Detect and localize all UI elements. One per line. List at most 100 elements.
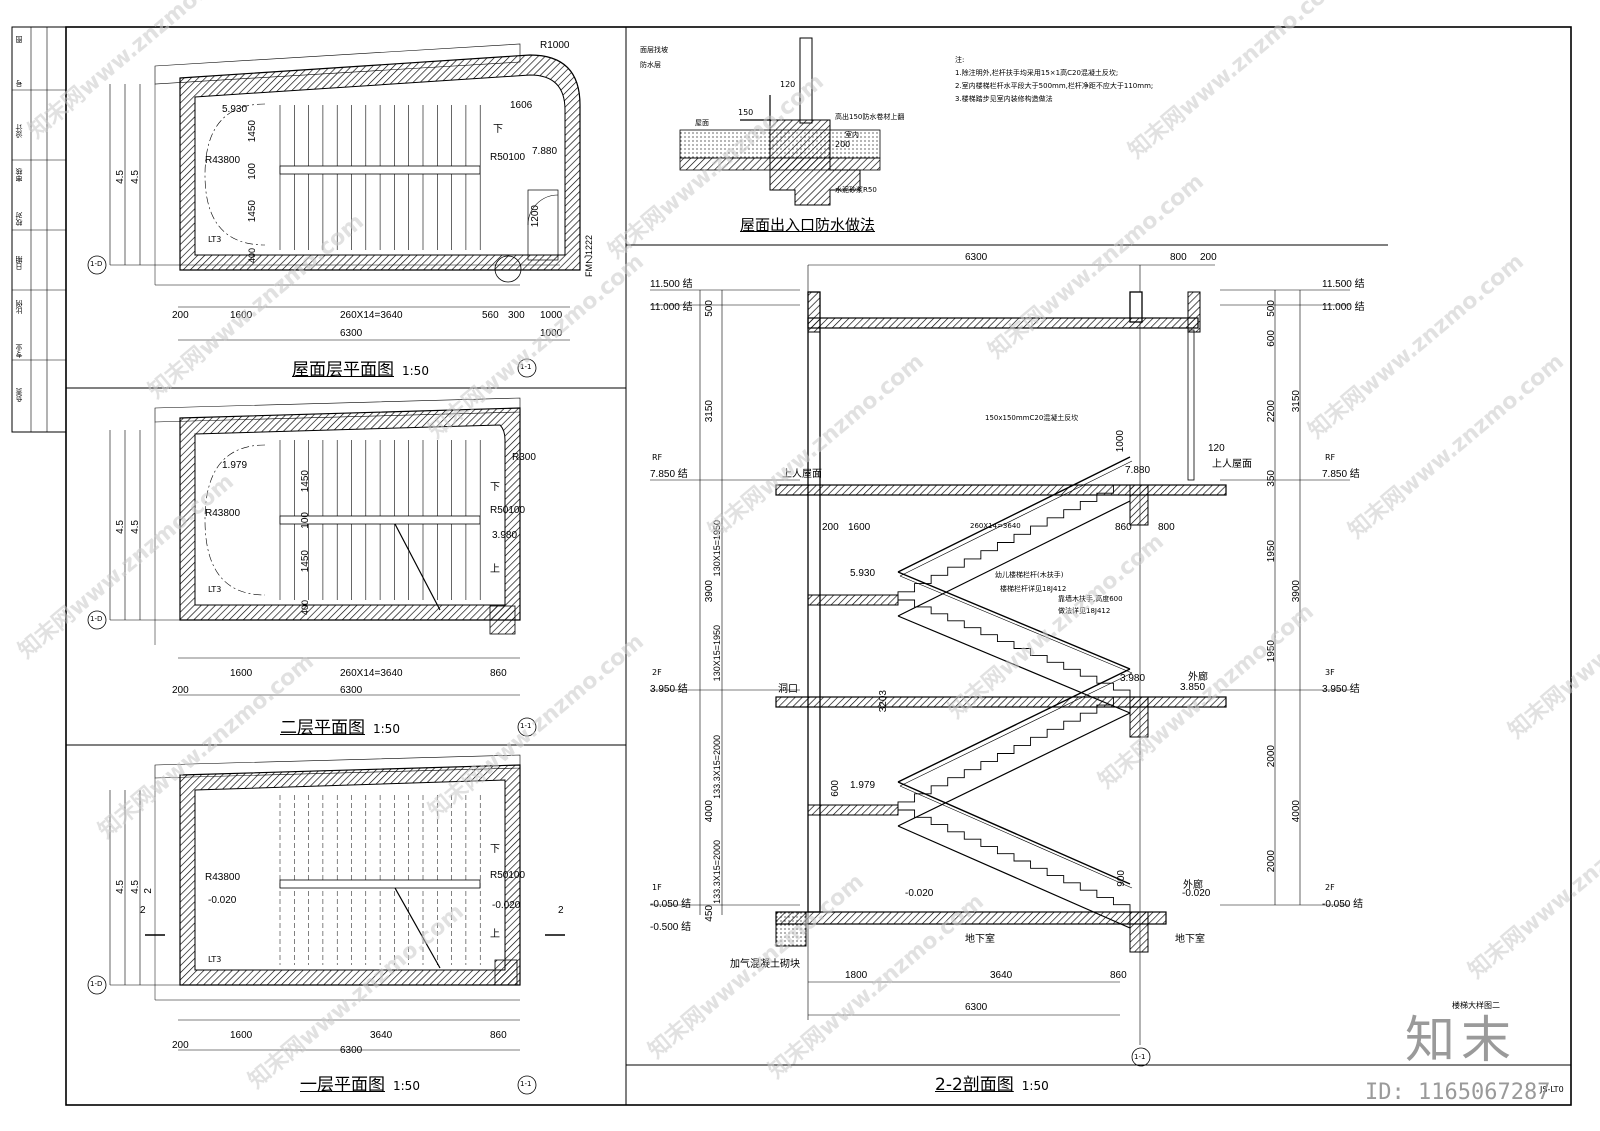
stair-tag: LT3	[208, 955, 222, 964]
dim-label: 100	[300, 512, 311, 529]
dim-label: 260X14=3640	[340, 668, 403, 679]
strip-label: 校对	[15, 212, 23, 226]
section-label: 3.850	[1180, 682, 1206, 693]
dim-label: 4.5	[115, 880, 126, 894]
strip-label: 号	[15, 80, 23, 87]
dim-label: 130X15=1950	[712, 520, 722, 577]
section-label: 楼梯栏杆详见18J412	[1000, 585, 1067, 593]
note-line: 2.室内楼梯栏杆水平段大于500mm,栏杆净距不应大于110mm;	[955, 82, 1154, 90]
dim-label: 3900	[1291, 580, 1302, 603]
detail-label: 防水层	[640, 61, 661, 69]
level-name: 2F	[652, 668, 662, 677]
level-mark: 3.980	[492, 530, 518, 541]
dim-label: 450	[704, 905, 715, 922]
dim-label: 500	[704, 300, 715, 317]
section-label: 靠墙木扶手,高度600	[1058, 595, 1123, 603]
note-line: 3.楼梯踏步见室内装修构造做法	[955, 95, 1053, 103]
radius-label: R43800	[205, 508, 241, 519]
dim-label: 200	[172, 685, 189, 696]
door-label: FM乙1222	[584, 235, 594, 278]
level-value: 3.950 结	[650, 684, 688, 695]
dim-label: 1000	[540, 310, 563, 321]
section-label: 7.880	[1125, 465, 1151, 476]
dim-label: 260X14=3640	[340, 310, 403, 321]
level-mark: -0.020	[492, 900, 521, 911]
dim-label: 3150	[704, 400, 715, 423]
dim-label: 400	[247, 248, 257, 264]
level-value: 11.000 结	[1322, 302, 1365, 313]
level-name: 3F	[1325, 668, 1335, 677]
stair-tag: LT3	[208, 585, 222, 594]
section-label: -0.020	[905, 888, 934, 899]
direction-label: 下	[490, 844, 500, 855]
section-mark: 1-1	[520, 363, 532, 371]
dim-label: 1950	[1266, 640, 1277, 663]
dim-label: 4.5	[115, 520, 126, 534]
dim-label: 1950	[1266, 540, 1277, 563]
dim-label: 1450	[247, 200, 258, 223]
dim-label: 1450	[300, 470, 311, 493]
dim-label: 4.5	[130, 880, 141, 894]
dim-label: 300	[508, 310, 525, 321]
drawing-footer: 楼梯大样图二	[1452, 1001, 1500, 1010]
stair-tag: LT3	[208, 235, 222, 244]
section-label: 地下室	[965, 934, 995, 945]
direction-label: 下	[493, 124, 503, 135]
section-mark: 1-1	[520, 722, 532, 730]
axis-label: 1-D	[90, 615, 103, 623]
overall-dim: 6300	[965, 1002, 988, 1013]
detail-label: 面层找坡	[640, 46, 668, 54]
level-name: 2F	[1325, 883, 1335, 892]
sheet-number: JS-LT0	[1540, 1085, 1564, 1094]
radius-label: R43800	[205, 155, 241, 166]
axis-label: 1-1	[1134, 1053, 1146, 1061]
detail-label: 120	[780, 80, 796, 89]
dim-label: 2200	[1266, 400, 1277, 423]
dim-label: 1606	[510, 100, 533, 111]
detail-label: 高出150防水卷材上翻	[835, 113, 905, 121]
direction-label: 下	[490, 482, 500, 493]
section-label: 120	[1208, 443, 1225, 454]
dim-label: 500	[1266, 300, 1277, 317]
dim-label: 1800	[845, 970, 868, 981]
level-value: -0.050 结	[650, 899, 692, 910]
level-mark: 1.979	[222, 460, 248, 471]
dim-label: 3640	[990, 970, 1013, 981]
section-label: 外廊	[1188, 672, 1208, 683]
note-line: 1.除注明外,栏杆扶手均采用15×1高C20混凝土反坎;	[955, 69, 1119, 77]
section-label: 洞口	[778, 684, 798, 695]
level-name: RF	[1325, 453, 1336, 462]
strip-label: 日期	[15, 256, 23, 270]
dim-label: 3150	[1291, 390, 1302, 413]
overall-dim: 6300	[340, 328, 363, 339]
section-label: 800	[1158, 522, 1175, 533]
direction-label: 上	[490, 564, 500, 575]
section-label: 5.930	[850, 568, 876, 579]
dim-label: 3640	[370, 1030, 393, 1041]
section-mark: 1-1	[520, 1080, 532, 1088]
dim-label: 1600	[230, 668, 253, 679]
dim-label: 2	[143, 888, 154, 894]
note-line: 注:	[955, 56, 965, 64]
axis-label: 1-D	[90, 980, 103, 988]
level-mark: 7.880	[532, 146, 558, 157]
level-name: RF	[652, 453, 663, 462]
overall-dim: 1000	[540, 328, 563, 339]
detail-label: 室内	[845, 131, 859, 139]
level-value: 7.850 结	[1322, 469, 1360, 480]
radius-label: R50100	[490, 870, 526, 881]
direction-label: 上	[490, 929, 500, 940]
dim-label: 1600	[230, 310, 253, 321]
roof-entrance-detail	[679, 37, 881, 206]
detail-label: 150	[738, 108, 754, 117]
level-value: 11.500 结	[1322, 279, 1365, 290]
section-label: 3203	[878, 690, 889, 713]
level-name: 1F	[652, 883, 662, 892]
dim-label: 1450	[247, 120, 258, 143]
dim-label: 6300	[965, 252, 988, 263]
